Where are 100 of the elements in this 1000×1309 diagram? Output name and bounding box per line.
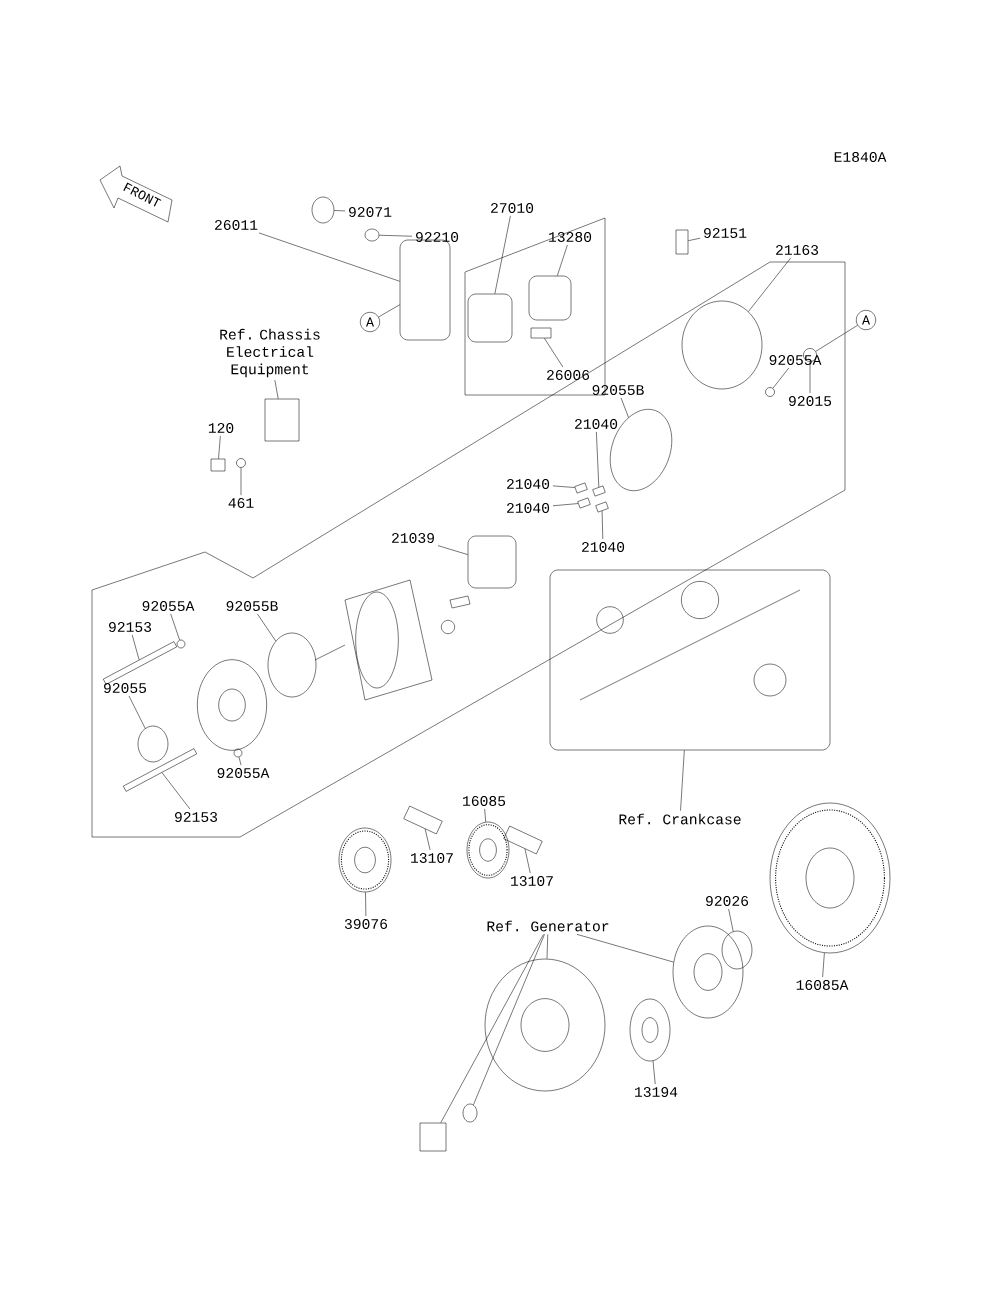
end-cover-drawing [681,300,763,390]
part-number: 16085A [796,980,849,990]
leader-line [473,934,545,1106]
part-number: 13107 [511,876,553,886]
pin-drawing [403,805,443,835]
brush-holder-drawing [467,535,517,589]
nut-drawing [364,228,380,242]
gear-drawing [769,802,891,954]
part-number: 92055B [226,601,278,611]
part-number: 92071 [349,207,392,217]
leader-line [576,934,674,963]
bracket-drawing [264,398,300,442]
part-number: 13194 [635,1087,678,1097]
part-number: 21039 [392,533,434,543]
drawing-code: E1840A [834,152,887,162]
leader-line [258,232,400,282]
flywheel-drawing [484,958,606,1092]
part-number: 92055B [592,385,644,395]
leader-line [652,1060,656,1085]
leader-line [378,304,400,318]
clutch-drawing [629,998,671,1062]
spring-drawing [595,501,609,513]
leader-line [680,750,685,811]
part-number: 461 [228,498,254,508]
part-number: 13107 [411,853,453,863]
part-number: 27010 [491,203,534,213]
part-number: 26011 [215,220,258,230]
part-number: 92153 [175,812,218,822]
part-number: 92210 [416,232,459,242]
part-number: 39076 [344,919,388,929]
leader-line [131,634,140,661]
bolt-drawing [103,641,177,685]
leader-line [544,338,564,368]
leader-line [238,756,242,766]
leader-line [557,244,568,276]
leader-line [240,467,242,496]
leader-line [815,325,858,352]
ring-drawing [672,925,744,1019]
leader-line [484,808,486,823]
relay-cover-drawing [528,275,572,321]
spring-drawing [577,497,591,509]
spring-drawing [592,485,606,497]
leader-line [365,892,367,917]
leader-line [620,397,629,418]
part-number: 16085 [463,796,506,806]
boot-drawing [311,196,335,224]
leader-line [552,485,575,488]
part-number: 92055A [142,601,195,611]
leader-line [728,908,734,932]
part-number: 21040 [507,503,550,513]
gear-drawing [466,821,510,879]
washer-drawing [236,458,246,468]
leader-line [128,695,146,729]
part-number: 92055 [104,683,147,693]
washer-drawing [176,639,186,649]
part-number: 92055A [217,768,270,778]
bolt-drawing [675,229,689,255]
leader-line [688,237,701,241]
washer-drawing [765,387,775,397]
bolt-drawing [419,1122,447,1152]
leader-line [748,257,792,312]
leader-line [440,934,544,1123]
fuse-drawing [530,327,552,339]
reference-note: Ref. Chassis Electrical Equipment [220,328,320,378]
leader-line [546,934,548,960]
leader-line [379,234,413,237]
reference-note: Ref. Crankcase [619,813,741,825]
leader-line [596,431,600,488]
part-number: 92055A [769,355,822,365]
leader-line [524,848,531,874]
leader-line [809,361,811,394]
part-number: 92151 [704,228,747,238]
part-number: 92026 [706,896,749,906]
leader-line [494,215,511,294]
leader-line [822,952,825,978]
leader-line [772,367,790,389]
leader-line [274,379,279,399]
part-number: 26006 [547,370,590,380]
bolt-drawing [210,458,226,472]
gear-drawing [338,827,392,893]
washer-drawing [721,930,753,970]
washer-drawing [462,1103,478,1123]
part-number: 92015 [789,396,832,406]
leader-line [257,613,276,642]
o-ring-drawing [137,725,169,763]
bolt-drawing [123,748,197,792]
part-number: 92153 [109,622,152,632]
leader-line [161,772,191,810]
leader-line [334,210,346,212]
part-number: 21040 [507,479,550,489]
leader-line [170,613,180,641]
leader-line [552,503,579,507]
o-ring-drawing [267,632,317,698]
part-number: 21040 [575,419,618,429]
leader-line [424,828,431,851]
part-number: 21040 [582,542,625,552]
washer-drawing [233,748,243,758]
spring-drawing [574,482,588,494]
leader-line [601,510,604,540]
part-number: 21163 [776,245,819,255]
